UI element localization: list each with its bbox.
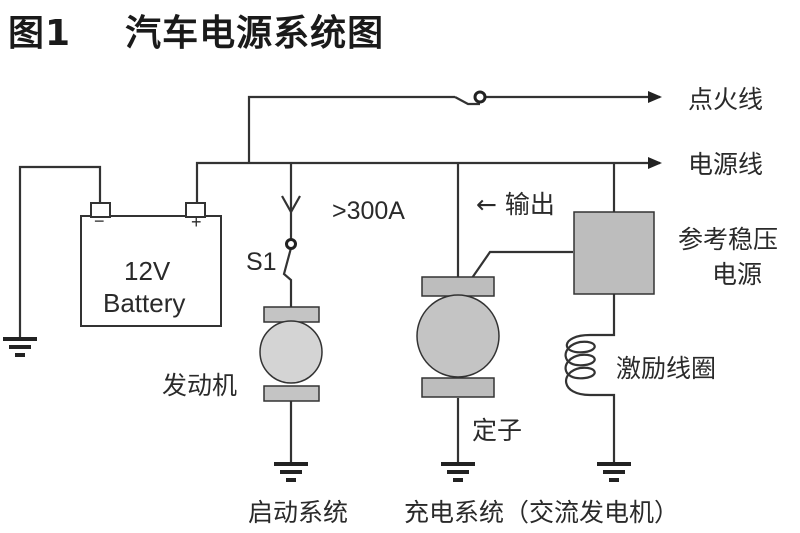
output-label: ← 输出: [476, 190, 555, 219]
figure-title: 图1 汽车电源系统图: [8, 13, 385, 54]
s1-switch-label: S1: [246, 248, 277, 276]
regulator-label-line1: 参考稳压: [678, 225, 779, 254]
charging-system-label: 充电系统（交流发电机）: [404, 498, 680, 527]
ground-icon: [441, 462, 475, 482]
battery-positive-terminal: [185, 202, 206, 218]
ground-symbols: [3, 337, 631, 482]
voltage-regulator: [573, 211, 655, 295]
starter-switch-s1: [282, 247, 293, 310]
starter-bottom-brush: [263, 385, 320, 402]
ground-icon: [274, 462, 308, 482]
starter-top-brush: [263, 306, 320, 323]
regulator-label-line2: 电源: [712, 260, 763, 289]
ignition-line-label: 点火线: [688, 85, 764, 114]
excitation-coil-label: 激励线圈: [616, 354, 717, 383]
ground-icon: [597, 462, 631, 482]
alternator-feedback-wire: [471, 250, 573, 279]
battery-name-label: Battery: [103, 288, 186, 318]
battery-negative-terminal: [90, 202, 111, 218]
excitation-coil: [564, 333, 596, 397]
power-wire: [195, 157, 662, 205]
battery-voltage-label: 12V: [124, 256, 171, 286]
starter-current-label: >300A: [332, 197, 405, 225]
battery-negative-label: −: [94, 211, 105, 231]
regulator-coil-wire: [590, 293, 616, 337]
stator-label: 定子: [472, 416, 523, 445]
ignition-wire: [247, 95, 455, 163]
starter-motor: [259, 320, 323, 384]
battery-ground-wire: [18, 165, 102, 338]
s1-pivot: [285, 238, 297, 250]
coil-ground-wire: [590, 393, 616, 462]
alternator-bottom-brush: [421, 377, 495, 398]
alternator-rotor: [416, 294, 500, 378]
starter-motor-label: 发动机: [162, 371, 238, 400]
fuse-symbol: [281, 195, 301, 215]
power-line-label: 电源线: [688, 150, 764, 179]
ignition-switch-pivot: [473, 90, 487, 104]
starter-system-label: 启动系统: [248, 498, 349, 527]
battery-positive-label: +: [191, 212, 202, 232]
ground-icon: [3, 337, 37, 357]
alternator-top-brush: [421, 276, 495, 297]
battery-body: [80, 215, 222, 327]
ignition-switch: [454, 96, 480, 106]
